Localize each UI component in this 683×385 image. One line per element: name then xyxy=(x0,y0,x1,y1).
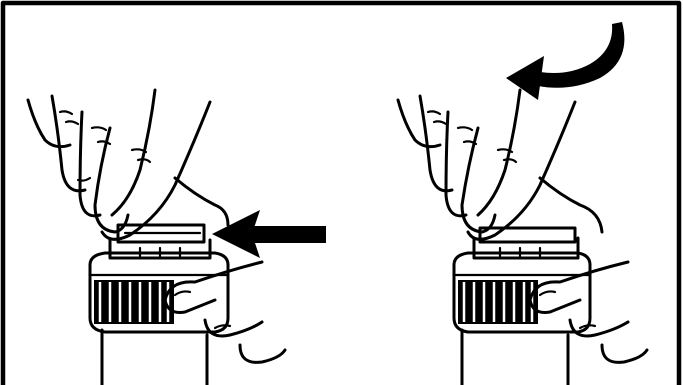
cap-base xyxy=(88,251,230,334)
right-hand-thumb xyxy=(528,260,649,364)
left-hand-fingers xyxy=(26,88,230,241)
cap-ribs xyxy=(94,280,174,324)
straight-arrow-icon xyxy=(212,210,326,258)
right-hand-fingers xyxy=(396,88,604,241)
cap-collar xyxy=(472,226,580,260)
cap-collar xyxy=(108,223,212,260)
cap-base xyxy=(452,251,592,334)
bottle-body xyxy=(460,328,570,385)
bottle-body xyxy=(100,328,209,385)
curved-arrow-icon xyxy=(506,22,625,100)
cap-ribs xyxy=(458,280,538,324)
left-hand-thumb xyxy=(163,260,287,364)
panel-right xyxy=(396,22,649,385)
panel-left xyxy=(26,88,326,385)
